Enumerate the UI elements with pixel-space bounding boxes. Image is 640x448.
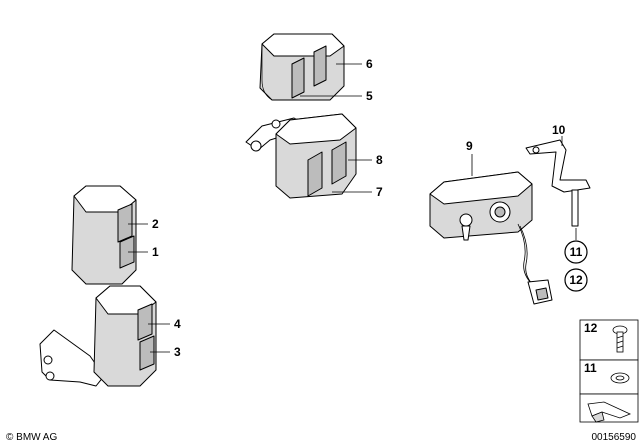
callout-7: 7 (376, 185, 383, 199)
switch-housing-left-lower[interactable] (39, 285, 157, 387)
washer-icon (610, 372, 630, 384)
callout-12: 12 (569, 273, 583, 287)
legend-label-11: 11 (584, 361, 597, 375)
legend-label-12: 12 (584, 321, 598, 335)
callout-6: 6 (366, 57, 373, 71)
switch-housing-left-upper[interactable] (71, 185, 137, 285)
callout-2: 2 (152, 217, 159, 231)
parts-legend: 12 11 (579, 319, 639, 423)
diagram-id: 00156590 (591, 432, 637, 443)
copyright-notice: © BMW AG (6, 432, 58, 443)
callout-3: 3 (174, 345, 181, 359)
callout-5: 5 (366, 89, 373, 103)
switch-housing-middle[interactable] (245, 113, 357, 199)
callout-1: 1 (152, 245, 159, 259)
callout-12-circle: 12 (564, 268, 588, 292)
callout-4: 4 (174, 317, 181, 331)
callout-9: 9 (466, 139, 473, 153)
callout-8: 8 (376, 153, 383, 167)
callout-11: 11 (570, 245, 583, 259)
callout-10: 10 (552, 123, 566, 137)
switch-housing-top[interactable] (259, 33, 345, 101)
leader-lines (128, 63, 577, 353)
control-unit[interactable] (429, 171, 553, 305)
screw-icon (612, 325, 628, 353)
bracket-part[interactable] (525, 139, 591, 227)
assembly-arrow-icon (587, 401, 632, 423)
callout-11-circle: 11 (564, 240, 588, 264)
